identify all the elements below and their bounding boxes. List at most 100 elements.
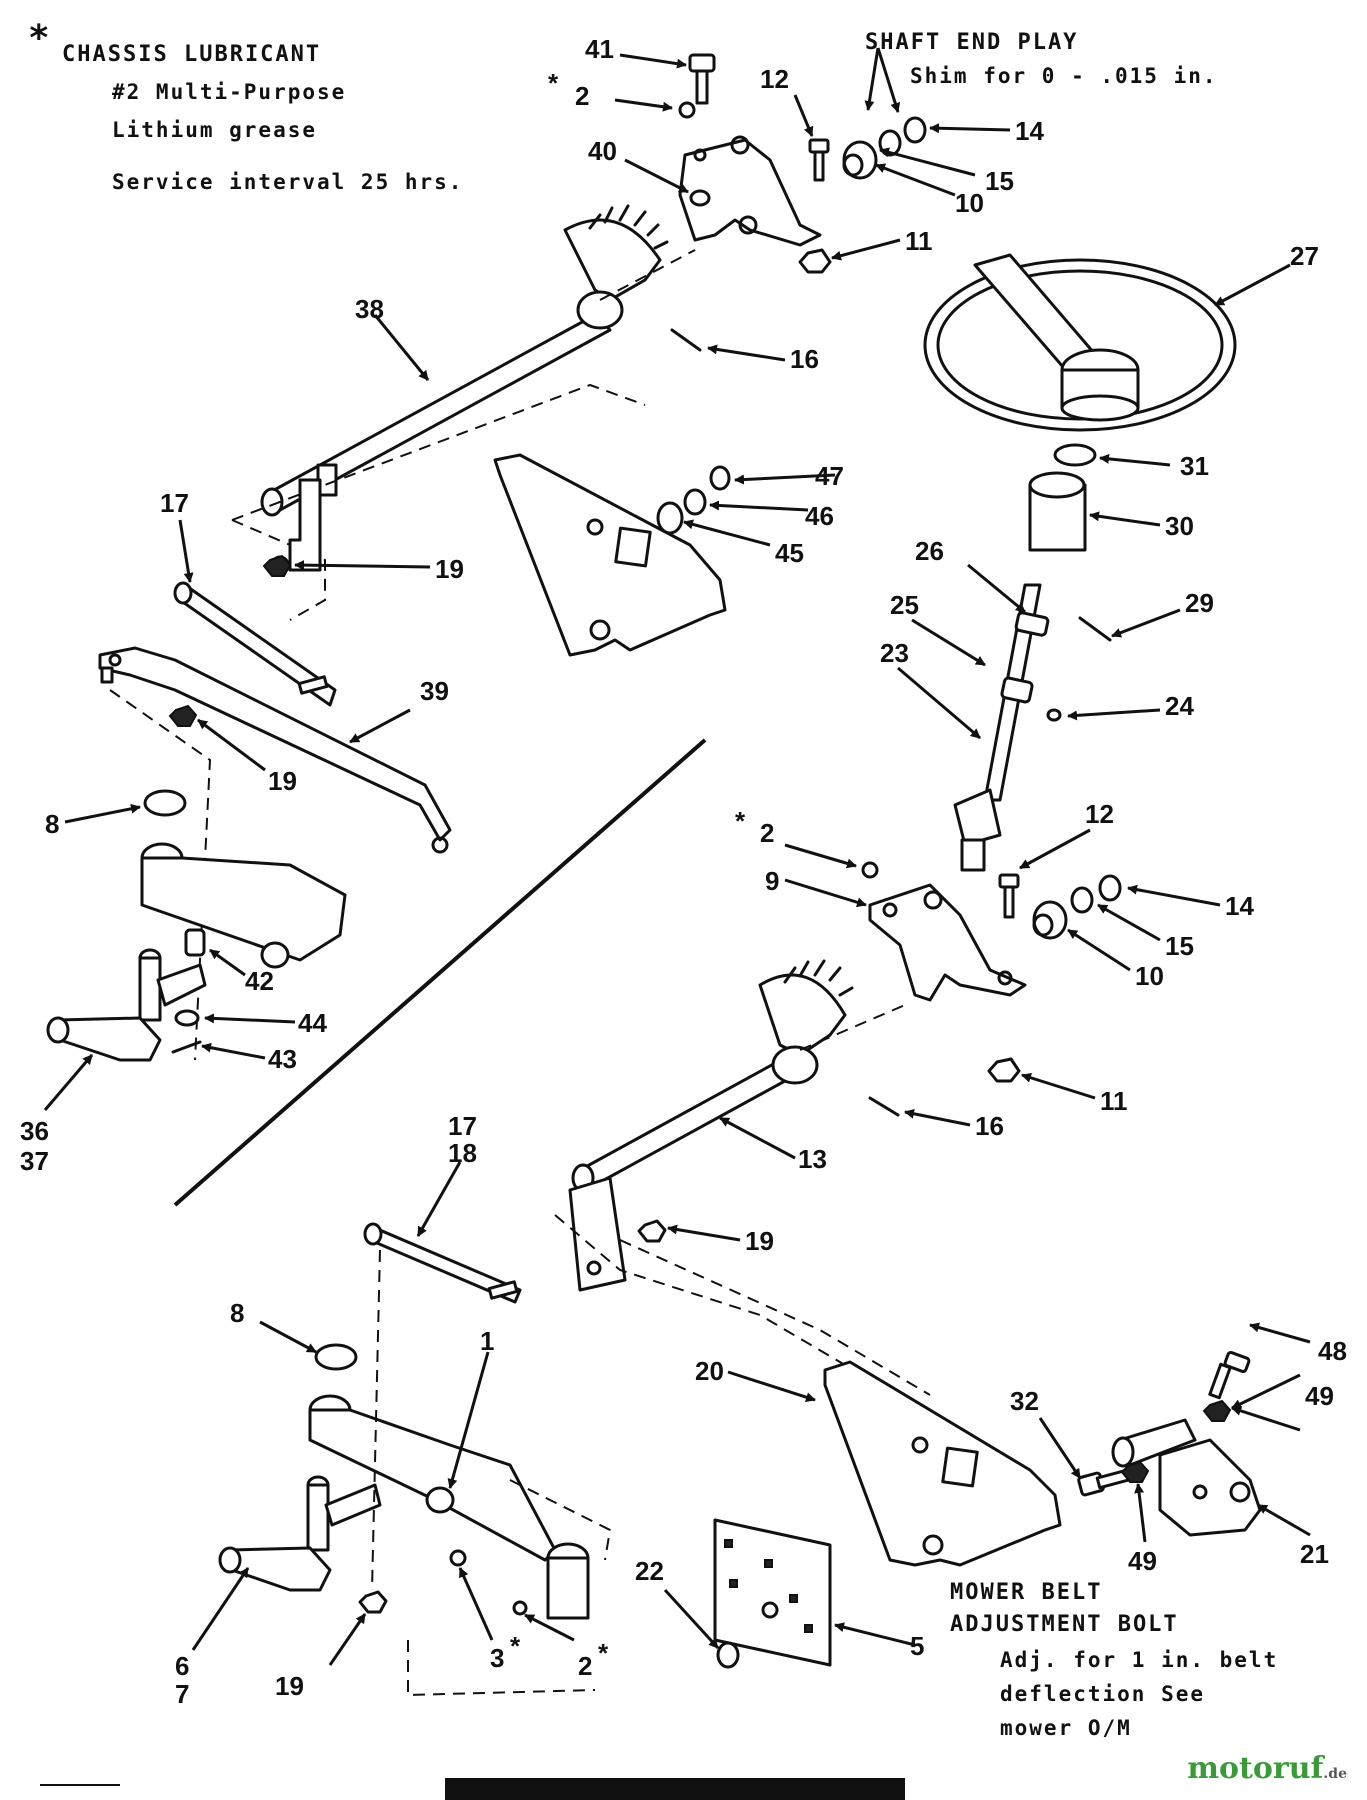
washer-44 — [174, 1009, 200, 1027]
callout-19-bottom: 19 — [275, 1671, 304, 1701]
callout-19-upper: 19 — [435, 554, 464, 584]
callout-12-lower: 12 — [1085, 799, 1114, 829]
mower-belt-title-2: ADJUSTMENT BOLT — [950, 1612, 1179, 1637]
nut-49-lower — [1120, 1460, 1150, 1483]
lubricant-line-2: Lithium grease — [112, 118, 318, 142]
dashed-guide-upper-1 — [599, 249, 696, 301]
washer-31 — [1053, 443, 1097, 467]
steering-bracket-lower — [868, 883, 1027, 1002]
callout-13: 13 — [798, 1144, 827, 1174]
plate-5 — [713, 1518, 832, 1667]
steering-shaft-38 — [260, 204, 669, 517]
bracket-21 — [1111, 1418, 1262, 1537]
dashed-guide-lower-2 — [554, 1214, 931, 1396]
callout-46: 46 — [805, 501, 834, 531]
callout-43: 43 — [268, 1044, 297, 1074]
callout-25: 25 — [890, 590, 919, 620]
support-plate-20 — [823, 1360, 1062, 1567]
bolt-41 — [688, 53, 716, 105]
watermark-logo: motoruf.de — [1187, 1751, 1347, 1786]
callout-15-upper: 15 — [985, 166, 1014, 196]
support-plate-upper — [493, 453, 727, 657]
nut-19-upper — [262, 554, 292, 577]
callout-20: 20 — [695, 1356, 724, 1386]
steering-wheel-27 — [923, 253, 1237, 432]
dashed-guide-left-upper — [109, 689, 212, 1061]
callout-32: 32 — [1010, 1386, 1039, 1416]
steering-bracket-upper — [678, 135, 822, 247]
callout-37: 37 — [20, 1146, 49, 1176]
callout-10-upper: 10 — [955, 188, 984, 218]
shaft-end-play-title: SHAFT END PLAY — [865, 30, 1079, 55]
fastener-22 — [716, 1641, 740, 1669]
cotter-pin-16-lower — [868, 1096, 900, 1117]
cotter-pin-43 — [171, 1040, 202, 1054]
chassis-lubricant-title: CHASSIS LUBRICANT — [62, 42, 322, 67]
shaft-end-play-note: Shim for 0 - .015 in. — [910, 64, 1218, 88]
callout-17-upper: 17 — [160, 488, 189, 518]
callout-26: 26 — [915, 536, 944, 566]
callout-2-upper: 2 — [575, 81, 589, 111]
axle-arm-1 — [308, 1394, 590, 1620]
footer-rule — [40, 1784, 120, 1786]
washer-8-upper — [143, 789, 187, 817]
callout-7: 7 — [175, 1679, 189, 1709]
grease-fitting-2-upper — [678, 101, 696, 119]
watermark-brand: motoruf — [1187, 1751, 1324, 1786]
callout-21: 21 — [1300, 1539, 1329, 1569]
bushing-10-upper — [842, 140, 878, 180]
watermark-suffix: .de — [1323, 1766, 1347, 1782]
pin-24 — [1046, 708, 1062, 722]
callout-14-upper: 14 — [1015, 116, 1044, 146]
callout-41: 41 — [585, 34, 614, 64]
callout-18: 18 — [448, 1138, 477, 1168]
callout-15-lower: 15 — [1165, 931, 1194, 961]
callout-11-upper: 11 — [905, 226, 933, 256]
callout-3: 3 — [490, 1643, 504, 1673]
callout-36: 36 — [20, 1116, 49, 1146]
washer-46 — [683, 488, 707, 516]
callout-31: 31 — [1180, 451, 1209, 481]
washer-8-lower — [314, 1343, 358, 1371]
nut-19-bottom — [358, 1590, 388, 1614]
steering-shaft-13 — [571, 959, 854, 1193]
tie-rod-39 — [98, 646, 452, 854]
callout-12-upper: 12 — [760, 64, 789, 94]
lubricant-line-1: #2 Multi-Purpose — [112, 80, 347, 104]
drag-link-17-18-lower — [363, 1222, 522, 1304]
callout-49-lower: 49 — [1128, 1546, 1157, 1576]
callout-9: 9 — [765, 866, 779, 896]
nut-49-upper — [1202, 1399, 1232, 1422]
callout-2-lower: 2 — [578, 1651, 592, 1681]
shim-14-upper — [903, 116, 927, 144]
callout-17-lower: 17 — [448, 1111, 477, 1141]
callout-49-upper: 49 — [1305, 1381, 1334, 1411]
nut-19-mid — [168, 704, 198, 727]
bushing-10-lower — [1032, 900, 1068, 940]
bolt-12-lower — [998, 873, 1020, 919]
asterisk-3: * — [510, 1631, 521, 1661]
spacer-30 — [1028, 471, 1087, 552]
callout-6: 6 — [175, 1651, 189, 1681]
asterisk-2-upper: * — [548, 68, 559, 98]
grease-fitting-3 — [449, 1549, 467, 1567]
callout-29: 29 — [1185, 588, 1214, 618]
callout-47: 47 — [815, 461, 844, 491]
callout-11-lower: 11 — [1100, 1086, 1128, 1116]
grease-fitting-2-lower — [512, 1600, 528, 1616]
callout-16-lower: 16 — [975, 1111, 1004, 1141]
cotter-pin-16-upper — [670, 328, 702, 352]
callout-1: 1 — [480, 1326, 494, 1356]
nut-19-lower — [637, 1219, 667, 1243]
callout-27: 27 — [1290, 241, 1319, 271]
callout-40: 40 — [588, 136, 617, 166]
callout-19-mid: 19 — [268, 766, 297, 796]
ring-47 — [709, 465, 731, 491]
mower-belt-note-3: mower O/M — [1000, 1716, 1132, 1740]
callout-38: 38 — [355, 294, 384, 324]
callout-22: 22 — [635, 1556, 664, 1586]
callout-8-lower: 8 — [230, 1298, 244, 1328]
shim-14-lower — [1098, 874, 1122, 902]
bearing-45 — [656, 501, 684, 535]
